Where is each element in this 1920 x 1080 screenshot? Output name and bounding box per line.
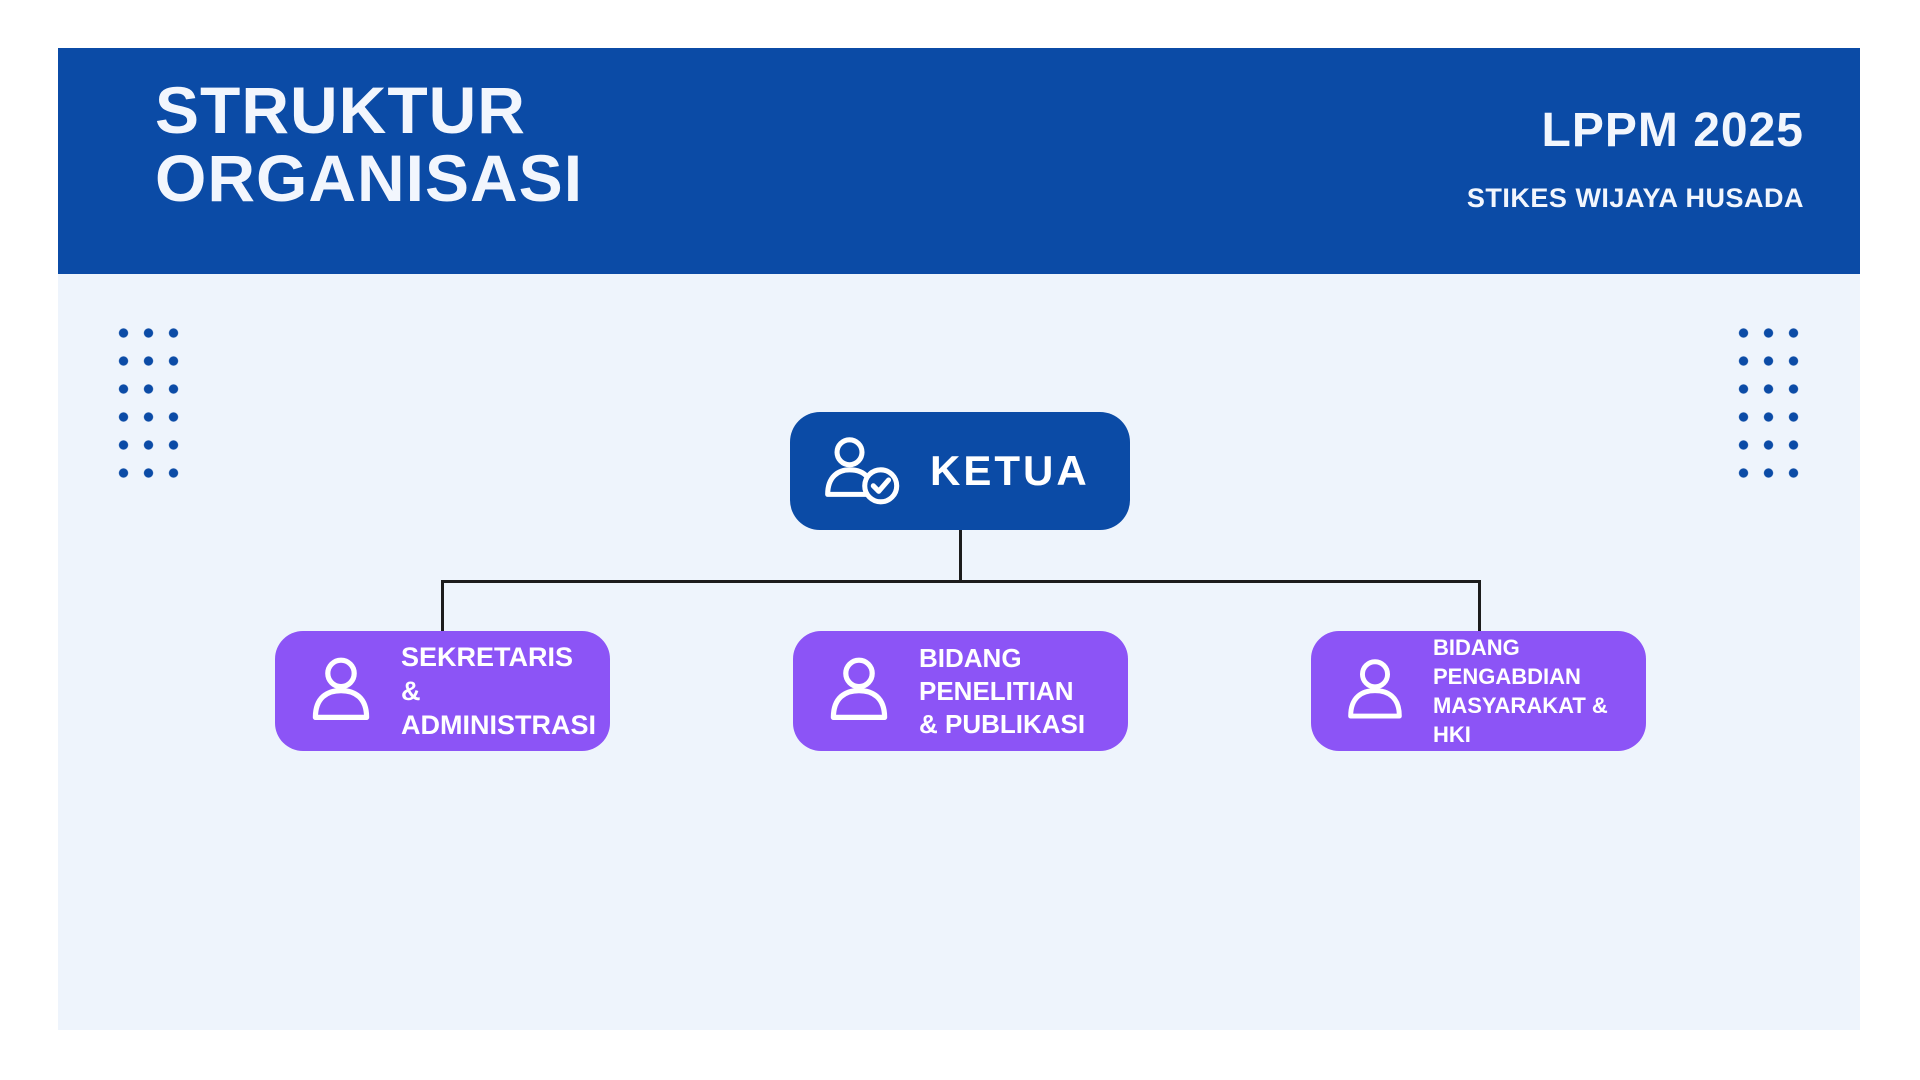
org-node-sekretaris: SEKRETARIS & ADMINISTRASI xyxy=(275,631,610,751)
org-node-ketua: KETUA xyxy=(790,412,1130,530)
dot-grid-left xyxy=(111,319,187,489)
org-name: LPPM 2025 xyxy=(1541,104,1804,157)
header-band: STRUKTUR ORGANISASI LPPM 2025 STIKES WIJ… xyxy=(58,48,1860,274)
org-node-label: SEKRETARIS & ADMINISTRASI xyxy=(401,642,596,740)
connector-line-right xyxy=(1478,580,1481,633)
header-right-block: LPPM 2025 STIKES WIJAYA HUSADA xyxy=(1466,104,1804,213)
org-node-label: BIDANG PENGABDIAN MASYARAKAT & HKI xyxy=(1433,635,1608,747)
connector-line-horizontal xyxy=(441,580,1481,583)
org-node-label: BIDANG PENELITIAN & PUBLIKASI xyxy=(919,642,1086,739)
org-node-pengabdian: BIDANG PENGABDIAN MASYARAKAT & HKI xyxy=(1311,631,1646,751)
person-icon xyxy=(301,651,381,731)
page-title-line1: STRUKTUR xyxy=(155,73,526,147)
person-icon xyxy=(819,651,899,731)
dot-grid-right xyxy=(1731,319,1807,489)
org-node-label: KETUA xyxy=(930,447,1090,494)
person-icon xyxy=(1337,653,1413,729)
page-title: STRUKTUR ORGANISASI xyxy=(155,76,583,212)
connector-line-left xyxy=(441,580,444,633)
page-title-line2: ORGANISASI xyxy=(155,141,584,215)
org-node-penelitian: BIDANG PENELITIAN & PUBLIKASI xyxy=(793,631,1128,751)
org-subtitle: STIKES WIJAYA HUSADA xyxy=(1466,183,1804,213)
connector-line-root xyxy=(959,530,962,582)
person-check-icon xyxy=(818,432,906,510)
